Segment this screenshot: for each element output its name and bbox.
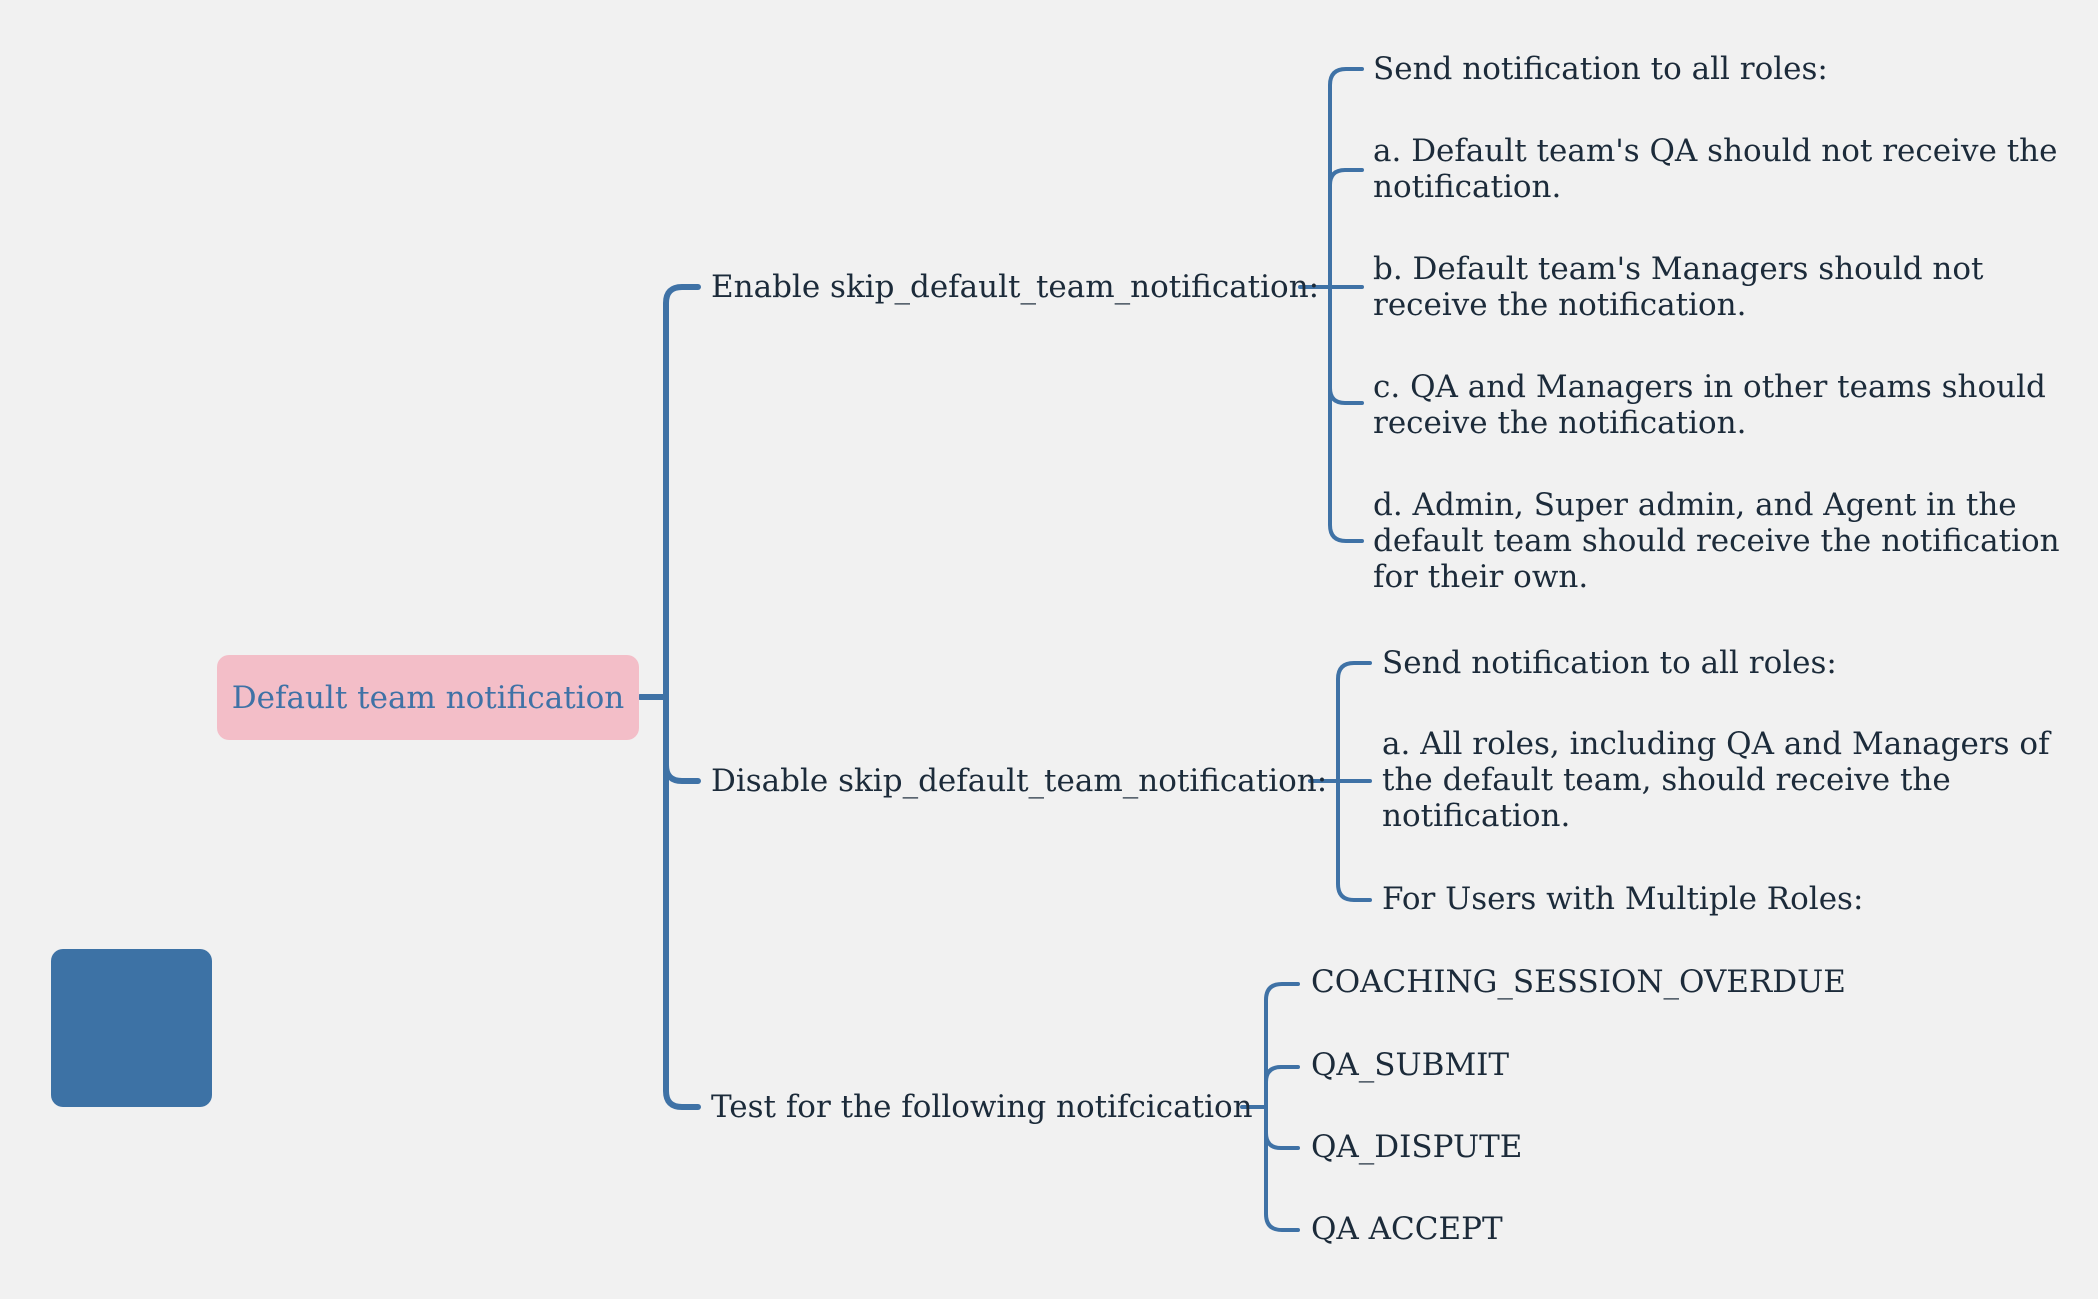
disable-child-send-all[interactable]: Send notification to all roles: bbox=[1382, 645, 1837, 681]
node-line: b. Default team's Managers should not bbox=[1373, 251, 1984, 287]
node-line: QA ACCEPT bbox=[1311, 1211, 1503, 1247]
node-line: Send notification to all roles: bbox=[1373, 51, 1828, 87]
enable-bracket-connector bbox=[1328, 67, 1364, 543]
test-child-qa-dispute[interactable]: QA_DISPUTE bbox=[1311, 1129, 1522, 1165]
branch-test[interactable]: Test for the following notifcication bbox=[711, 1087, 1253, 1127]
enable-child-d[interactable]: d. Admin, Super admin, and Agent in the … bbox=[1373, 487, 2060, 595]
test-child-coaching-session-overdue[interactable]: COACHING_SESSION_OVERDUE bbox=[1311, 964, 1846, 1000]
enable-child-b[interactable]: b. Default team's Managers should not re… bbox=[1373, 251, 1984, 323]
root-node-label: Default team notification bbox=[231, 679, 625, 716]
enable-child-a[interactable]: a. Default team's QA should not receive … bbox=[1373, 133, 2057, 205]
node-line: d. Admin, Super admin, and Agent in the bbox=[1373, 487, 2017, 523]
node-line: Send notification to all roles: bbox=[1382, 645, 1837, 681]
enable-tick-a-connector bbox=[1328, 168, 1364, 187]
node-line: the default team, should receive the bbox=[1382, 762, 1951, 798]
root-node[interactable]: Default team notification bbox=[217, 655, 639, 740]
branch-enable-label: Enable skip_default_team_notification: bbox=[711, 269, 1320, 305]
enable-child-send-all[interactable]: Send notification to all roles: bbox=[1373, 51, 1828, 87]
disable-child-multiple-roles[interactable]: For Users with Multiple Roles: bbox=[1382, 881, 1863, 917]
node-line: a. All roles, including QA and Managers … bbox=[1382, 726, 2050, 762]
node-line: For Users with Multiple Roles: bbox=[1382, 881, 1864, 917]
node-line: for their own. bbox=[1373, 559, 1589, 595]
branch-test-label: Test for the following notifcication bbox=[711, 1089, 1253, 1125]
branch-disable[interactable]: Disable skip_default_team_notification: bbox=[711, 761, 1327, 801]
node-line: default team should receive the notifica… bbox=[1373, 523, 2060, 559]
branch-enable[interactable]: Enable skip_default_team_notification: bbox=[711, 267, 1319, 307]
node-line: receive the notification. bbox=[1373, 405, 1747, 441]
node-line: receive the notification. bbox=[1373, 287, 1747, 323]
node-line: COACHING_SESSION_OVERDUE bbox=[1311, 964, 1846, 1000]
disable-child-a[interactable]: a. All roles, including QA and Managers … bbox=[1382, 726, 2050, 834]
blue-square-shape[interactable] bbox=[51, 949, 212, 1107]
enable-child-c[interactable]: c. QA and Managers in other teams should… bbox=[1373, 369, 2046, 441]
node-line: notification. bbox=[1382, 798, 1571, 834]
enable-tick-c-connector bbox=[1328, 386, 1364, 405]
test-tick-qa-dispute-connector bbox=[1264, 1131, 1300, 1150]
test-child-qa-accept[interactable]: QA ACCEPT bbox=[1311, 1211, 1503, 1247]
node-line: c. QA and Managers in other teams should bbox=[1373, 369, 2046, 405]
branch-disable-label: Disable skip_default_team_notification: bbox=[711, 763, 1328, 799]
test-tick-qa-submit-connector bbox=[1264, 1065, 1300, 1084]
node-line: QA_DISPUTE bbox=[1311, 1129, 1523, 1165]
test-bracket-connector bbox=[1264, 982, 1300, 1232]
node-line: a. Default team's QA should not receive … bbox=[1373, 133, 2058, 169]
node-line: QA_SUBMIT bbox=[1311, 1047, 1510, 1083]
level1-middle-tick-connector bbox=[663, 762, 701, 784]
node-line: notification. bbox=[1373, 169, 1562, 205]
test-child-qa-submit[interactable]: QA_SUBMIT bbox=[1311, 1047, 1509, 1083]
level1-bracket-connector bbox=[663, 284, 701, 1110]
